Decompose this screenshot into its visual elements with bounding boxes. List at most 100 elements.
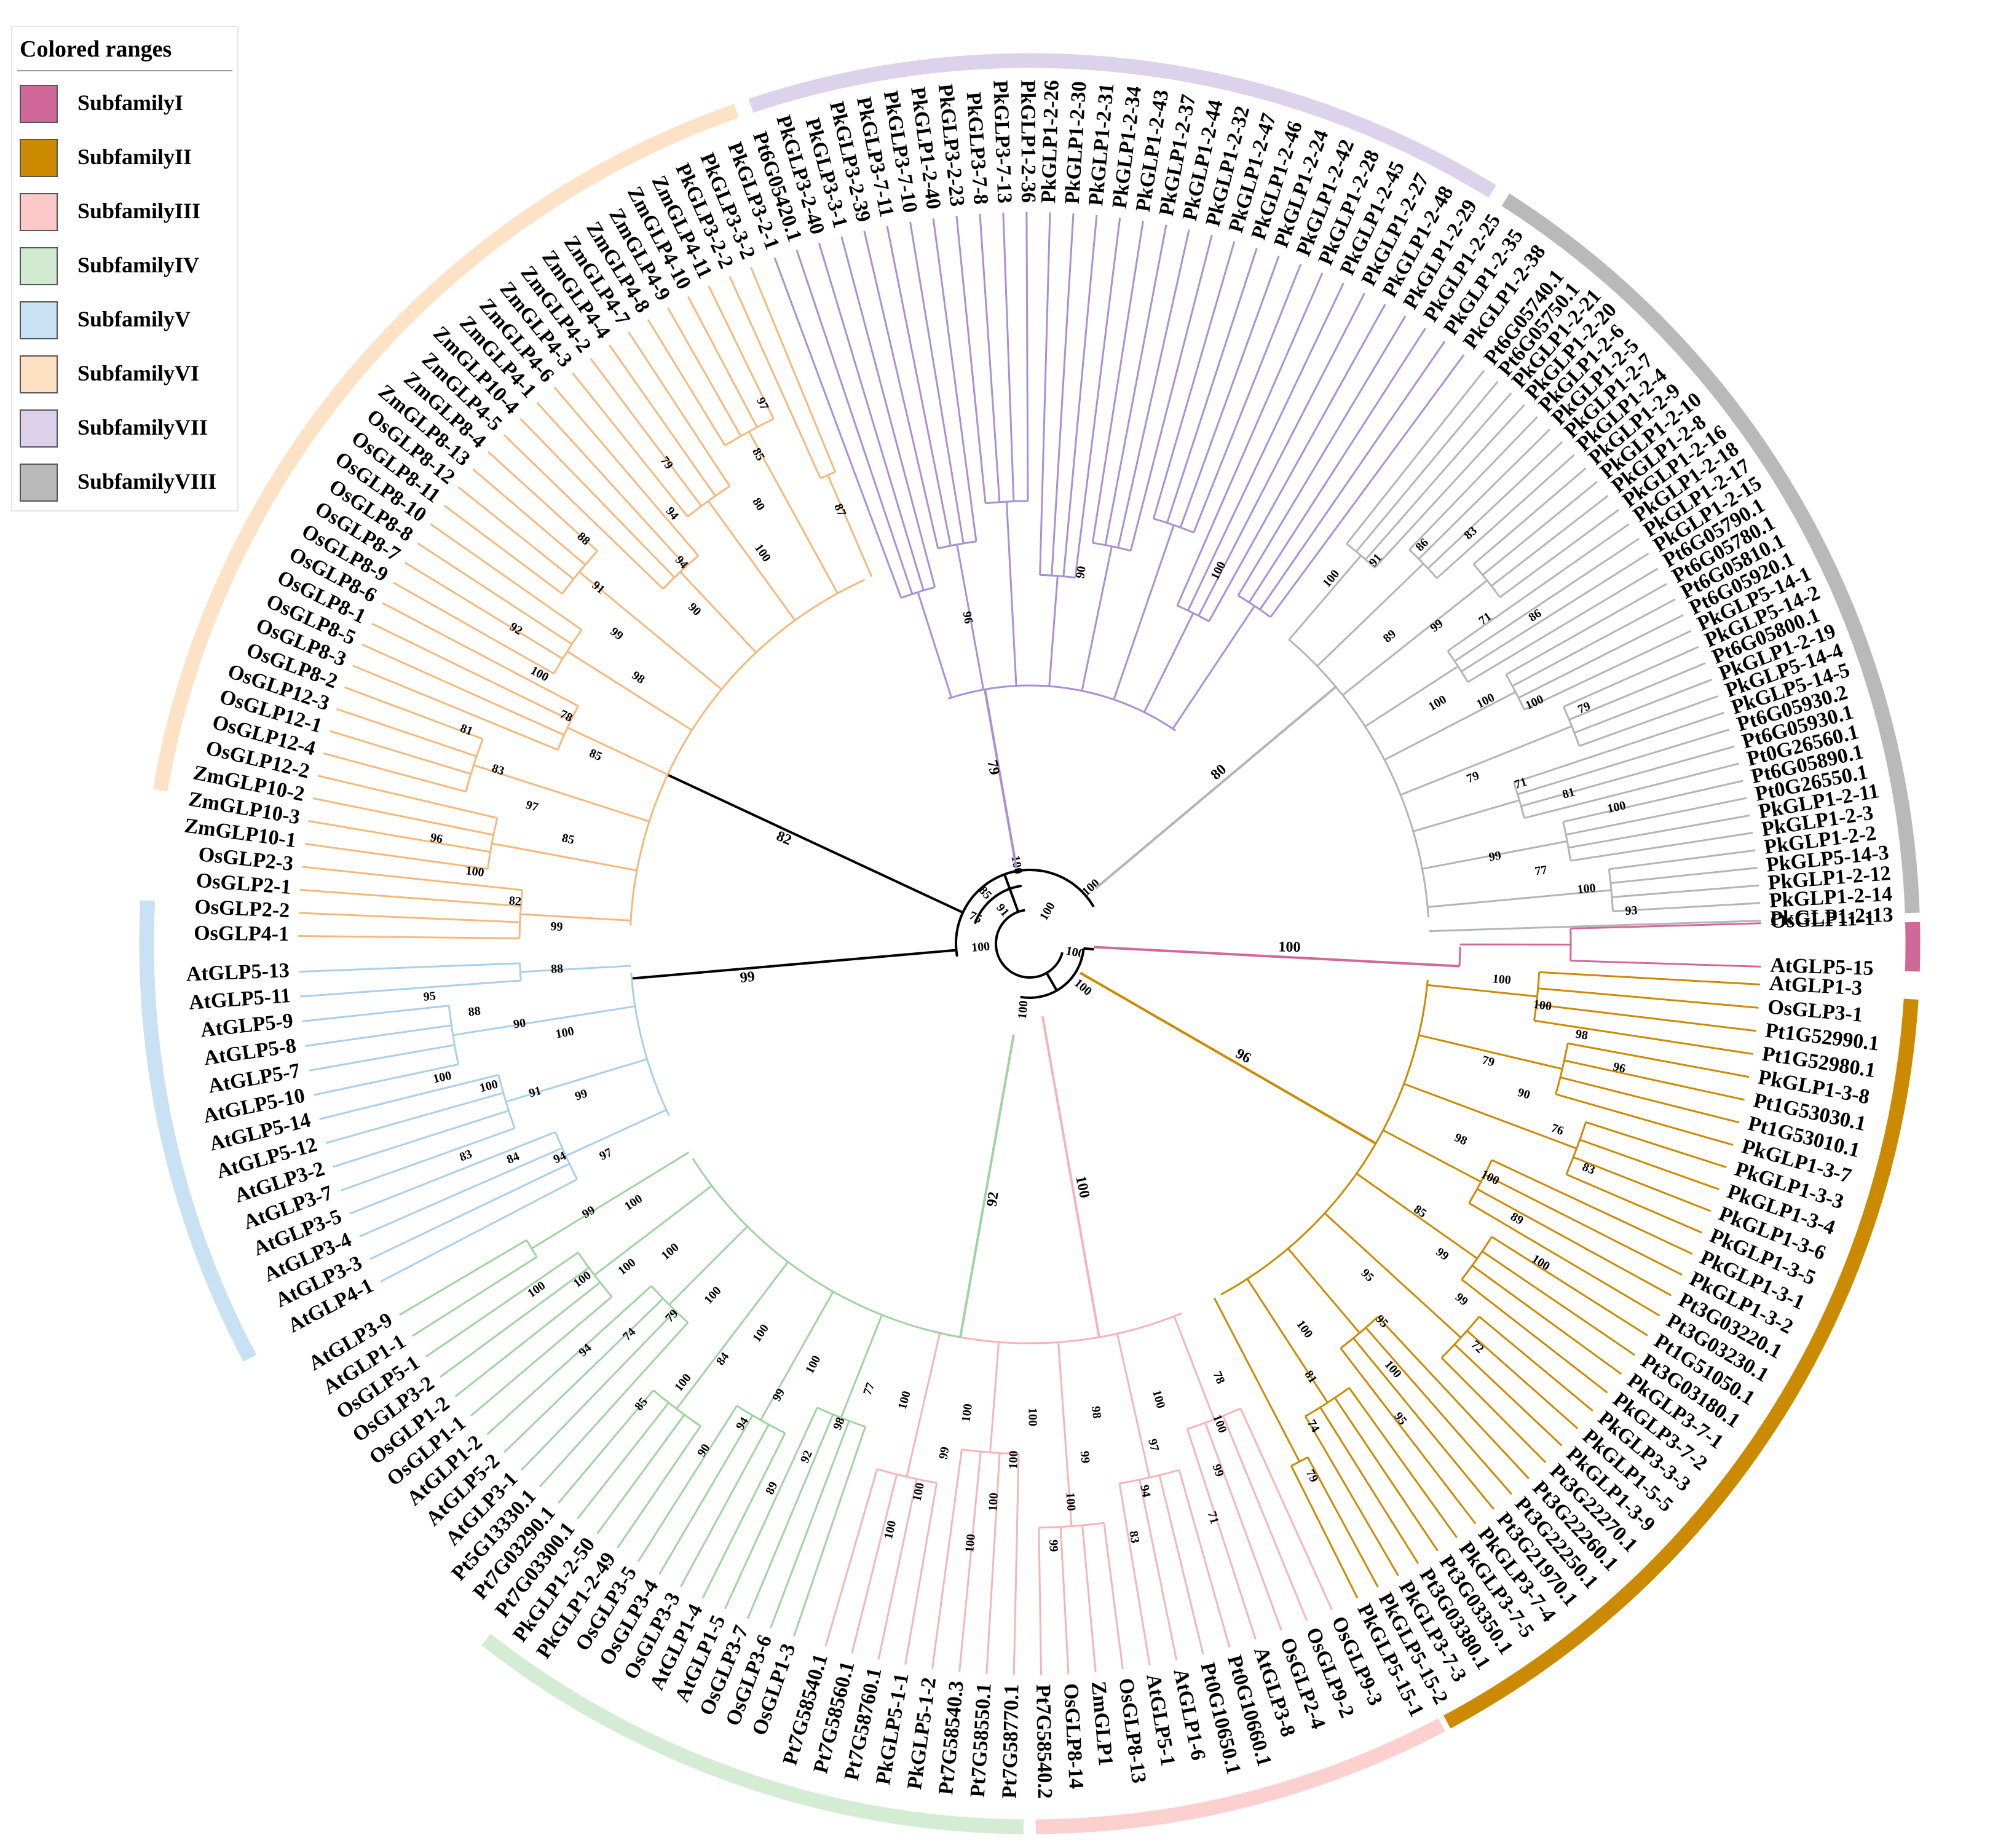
leaf-branch [398, 1239, 527, 1316]
legend-swatch-subfamily-i [20, 85, 58, 123]
leaf-branch [1187, 282, 1344, 611]
leaf-branch [628, 331, 731, 487]
backbone-branch [1003, 874, 1020, 913]
leaf-branch [1158, 1475, 1204, 1655]
leaf-label: Pt7G58550.1 [966, 1683, 996, 1798]
leaf-branch [1152, 241, 1236, 519]
leaf-branch [1613, 902, 1761, 912]
legend-item-subfamily-ii: SubfamilyII [20, 135, 235, 184]
leaf-branch [750, 267, 837, 473]
subclade-arc [1346, 543, 1376, 569]
leaf-branch [1482, 1250, 1635, 1356]
leaf-branch [1574, 678, 1713, 734]
leaf-branch [1563, 780, 1743, 823]
leaf-branch [1484, 1174, 1683, 1276]
leaf-branch [1198, 293, 1365, 617]
support-value: 95 [423, 989, 436, 1004]
subclade-branch [505, 1058, 648, 1103]
leaf-branch [793, 1426, 866, 1637]
leaf-label: ZmGLP1 [1087, 1680, 1117, 1767]
clade-hub-arc [1458, 946, 1461, 966]
subclade-branch [491, 842, 638, 872]
support-value: 98 [1574, 1027, 1589, 1043]
leaf-branch [300, 888, 521, 907]
support-value: 100 [465, 864, 485, 880]
leaf-branch [1179, 255, 1280, 528]
support-value: 97 [1145, 1437, 1161, 1453]
leaf-branch [1555, 1093, 1734, 1146]
subclade-branch [1342, 579, 1488, 696]
support-value: 99 [1488, 848, 1502, 864]
leaf-branch [553, 387, 700, 556]
subclade-arc [497, 1075, 516, 1129]
support-value: 96 [960, 610, 975, 625]
leaf-branch [1062, 215, 1098, 577]
colored-range-ring [139, 53, 1921, 1834]
leaf-labels-subfamily-v: AtGLP4-1AtGLP3-3AtGLP3-4AtGLP3-5AtGLP3-7… [186, 959, 377, 1337]
leaf-branch [658, 1415, 754, 1575]
leaf-branch [1074, 217, 1121, 578]
leaf-branch [393, 582, 555, 675]
clade-hub-arc [630, 973, 670, 1116]
subclade-arc [519, 963, 522, 981]
range-ring-segment-vi [152, 103, 739, 792]
leaf-branch [596, 1414, 685, 1534]
support-value: 99 [1453, 1290, 1471, 1309]
leaf-label: Pt7G58540.2 [1032, 1684, 1056, 1799]
support-value: 72 [1469, 1338, 1487, 1356]
legend-swatch-subfamily-vii [20, 409, 58, 448]
subclade-branch [1113, 524, 1175, 700]
leaf-branch [1259, 341, 1446, 610]
support-value: 100 [555, 1024, 575, 1041]
legend-swatch-subfamily-ii [20, 139, 58, 177]
leaf-label: Pt7G58770.1 [998, 1684, 1024, 1799]
subclade-arc [1038, 1522, 1104, 1529]
leaf-branch [314, 1063, 459, 1096]
leaf-branch [577, 1402, 669, 1520]
subclade-branch [452, 1005, 636, 1037]
support-value: 79 [984, 759, 1002, 776]
leaf-branch [1248, 328, 1426, 603]
subclade-arc [1177, 604, 1210, 622]
leaf-branch [1352, 1337, 1495, 1510]
legend-swatch-subfamily-iv [20, 247, 58, 285]
support-value: 79 [663, 1307, 681, 1325]
leaf-branch [1117, 229, 1190, 548]
leaf-label: PkGLP1-2-26 [1037, 80, 1064, 203]
legend-item-subfamily-i: SubfamilyI [20, 81, 235, 130]
leaf-branch [361, 643, 565, 736]
subclade-arc [1562, 706, 1581, 746]
leaf-branch [877, 1479, 918, 1660]
leaf-branch [443, 504, 563, 594]
leaf-branch [519, 417, 676, 578]
support-value: 89 [1508, 1210, 1525, 1228]
leaf-branch [773, 258, 902, 599]
leaf-branch [904, 1482, 938, 1665]
leaf-branch [608, 344, 716, 497]
legend-item-subfamily-iii: SubfamilyIII [20, 189, 235, 239]
leaf-branch [796, 250, 914, 594]
leaf-branch [1348, 1387, 1458, 1538]
leaf-branch [454, 1281, 601, 1397]
support-value: 100 [896, 1389, 914, 1411]
leaf-branch [486, 1285, 652, 1435]
support-value: 100 [622, 1192, 645, 1214]
leaf-branch [1239, 1408, 1333, 1611]
subclade-branch [1404, 1083, 1577, 1150]
subclade-arc [1555, 1043, 1569, 1095]
support-value: 100 [1293, 1317, 1315, 1340]
leaf-branch [1560, 1076, 1740, 1124]
legend-item-subfamily-v: SubfamilyV [20, 298, 235, 347]
clade-hub-arc [630, 578, 866, 926]
support-value: 80 [749, 496, 767, 513]
support-value: 85 [587, 746, 604, 764]
leaf-label: PkGLP1-2-13 [1770, 904, 1893, 930]
range-ring-segment-v [139, 900, 257, 1362]
leaf-labels-subfamily-ii: AtGLP1-3OsGLP3-1Pt1G52990.1Pt1G52980.1Pk… [1352, 972, 1880, 1720]
subclade-branch [1173, 1316, 1215, 1420]
leaf-branch [1570, 960, 1761, 968]
range-ring-segment-iii [1035, 1718, 1445, 1834]
leaf-branch [1002, 212, 1015, 502]
support-value: 100 [1474, 690, 1497, 711]
